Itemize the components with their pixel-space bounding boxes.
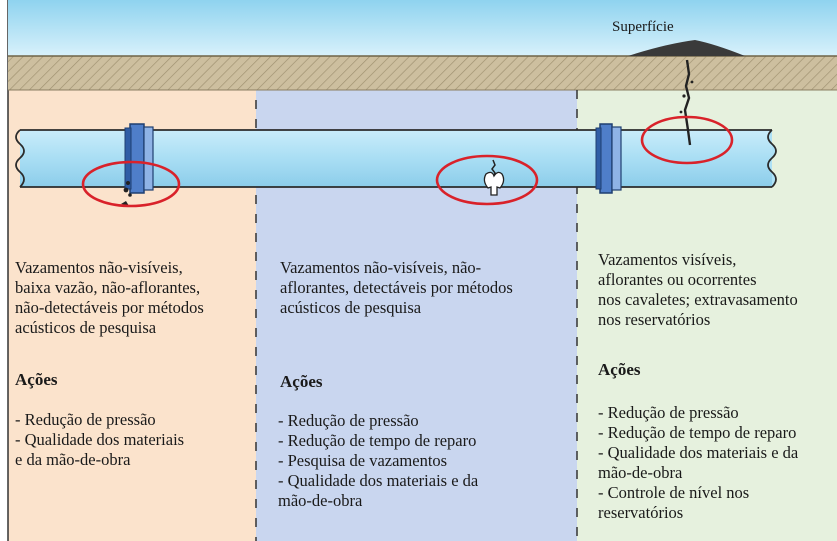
- leak-marker-3: [640, 115, 734, 165]
- surface-puddle: [628, 40, 745, 56]
- zone-1-actions: - Redução de pressão - Qualidade dos mat…: [15, 410, 185, 469]
- zone-1-actions-title: Ações: [15, 370, 58, 389]
- leak-marker-1: [81, 160, 181, 208]
- pipe-joint-left: [124, 123, 154, 194]
- surface-label: Superfície: [612, 19, 674, 35]
- pipe-right-break: [767, 129, 777, 188]
- soil-layer: [8, 56, 837, 90]
- zone-3-actions-title: Ações: [598, 360, 641, 379]
- zone-2-description: Vazamentos não-visíveis, não- aflorantes…: [280, 258, 513, 317]
- leak-crack: [483, 159, 505, 196]
- zone-3-description: Vazamentos visíveis, aflorantes ou ocorr…: [598, 250, 798, 329]
- pipe-joint-right: [595, 123, 622, 194]
- pipe-left-break: [15, 129, 25, 188]
- zone-2-actions: - Redução de pressão - Redução de tempo …: [278, 411, 479, 510]
- leak-to-surface: [679, 59, 694, 146]
- zone-1-description: Vazamentos não-visíveis, baixa vazão, nã…: [15, 258, 204, 337]
- zone-3-actions: - Redução de pressão - Redução de tempo …: [598, 403, 799, 522]
- leak-marker-2: [435, 154, 539, 206]
- zone-2-actions-title: Ações: [280, 372, 323, 391]
